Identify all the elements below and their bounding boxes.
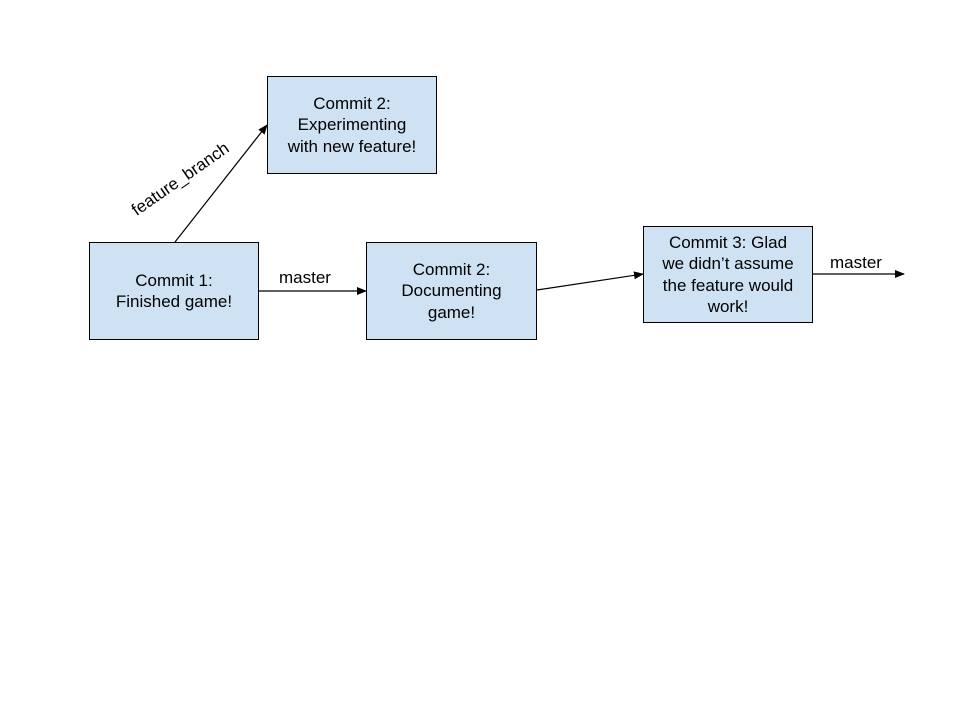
commit-1-node: Commit 1: Finished game!: [89, 242, 259, 340]
edge-commit2-to-commit3: [536, 271, 644, 291]
master-branch-label: master: [279, 268, 331, 287]
commit-2-master-node: Commit 2: Documenting game!: [366, 242, 537, 340]
master-branch-label-end: master: [830, 253, 882, 272]
commit-3-node: Commit 3: Glad we didn’t assume the feat…: [643, 226, 813, 323]
commit-2-feature-node: Commit 2: Experimenting with new feature…: [267, 76, 437, 174]
edge-commit1-to-feature: [174, 124, 268, 243]
